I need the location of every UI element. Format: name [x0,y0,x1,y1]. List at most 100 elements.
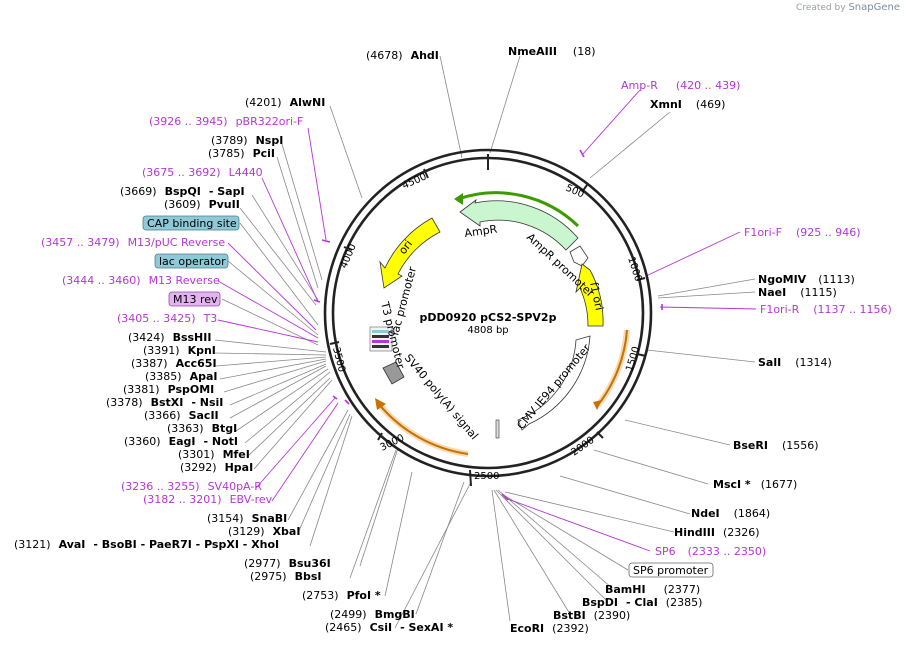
primer-pbr322: pBR322ori-F [236,115,304,128]
site-pos: (3789) [211,134,248,147]
site-pos: (3387) [131,357,168,370]
sv40pa-arc-head [375,398,386,410]
site-snabi: SnaBI [252,512,288,525]
svg-text:Amp-R(420 .. 439): Amp-R(420 .. 439) [621,79,740,92]
site-pos: (4201) [245,96,282,109]
site-pos: (3926 .. 3945) [149,115,228,128]
site-csii: CsiI [370,621,392,634]
site-pos: (3121) [14,538,51,551]
tick-label: 4000 [339,242,359,270]
site-noti: - NotI [203,435,238,448]
svg-text:(3609)PvuII: (3609)PvuII [164,198,240,211]
ori [379,217,441,289]
site-bseri: BseRI [733,439,768,452]
site-pos: (3381) [123,383,160,396]
plasmid-name: pDD0920 pCS2-SPV2p [420,311,557,324]
site-pos: (1864) [734,507,771,520]
site-acc65i: Acc65I [176,357,217,370]
tick-label: 2500 [474,471,499,482]
svg-text:F1ori-R(1137 .. 1156): F1ori-R (1137 .. 1156) [760,303,892,316]
primer-ampr: Amp-R [621,79,658,92]
svg-text:(3378)BstXI- NsiI: (3378)BstXI- NsiI [106,396,223,409]
site-ndei: NdeI [691,507,720,520]
svg-text:(3444 .. 3460)M13 Reverse: (3444 .. 3460)M13 Reverse [62,274,220,287]
svg-text:(2975)BbsI: (2975)BbsI [250,570,321,583]
site-bsu36i: Bsu36I [289,557,331,570]
site-msci: MscI * [713,478,751,491]
tick-label: 4500 [401,171,429,191]
m13-rev-box [168,291,221,307]
site-pos: (3363) [167,422,204,435]
sv40-polya [382,361,405,385]
svg-text:BseRI(1556): BseRI (1556) [733,439,819,452]
site-bbsi: BbsI [295,570,322,583]
svg-text:(3785)PciI: (3785)PciI [208,147,275,160]
lac-operator-label: lac operator [159,255,226,268]
svg-text:(3387)Acc65I: (3387) Acc65I [131,357,217,370]
site-sali: SalI [758,356,781,369]
svg-text:(3301)MfeI: (3301) MfeI [178,448,250,461]
svg-text:(3363)BtgI: (3363) BtgI [167,422,237,435]
sp6-promoter-box [628,562,714,578]
site-ecori: EcoRI [510,622,544,635]
svg-text:(3669)BspQI- SapI: (3669)BspQI- SapI [120,185,245,198]
site-pos: (1314) [795,356,832,369]
cmv-promoter [517,335,591,431]
site-pos: (3129) [228,525,265,538]
svg-text:NdeI(1864): NdeI (1864) [691,507,770,520]
svg-text:(3391)KpnI: (3391)KpnI [143,344,216,357]
site-hindiii: HindIII [674,526,715,539]
site-pspomi: PspOMI [168,383,215,396]
sp6-promoter-label: SP6 promoter [633,564,709,577]
svg-text:MscI *(1677): MscI * (1677) [713,478,797,491]
site-pos: (2499) [330,608,367,621]
svg-text:SalI(1314): SalI (1314) [758,356,832,369]
svg-text:(3675 .. 3692)L4440: (3675 .. 3692)L4440 [142,166,263,179]
site-pos: (2753) [302,589,339,602]
svg-text:BspDI- ClaI(2385): BspDI- ClaI(2385) [582,596,702,609]
svg-text:BamHI(2377): BamHI(2377) [605,583,700,596]
site-ngomiv: NgoMIV [758,273,807,286]
site-nmeaiii: NmeAIII [508,45,557,58]
feature-label-cmv: CMV IE94 promoter [514,341,593,432]
primer-m13-reverse: M13 Reverse [149,274,220,287]
site-pos: (3405 .. 3425) [117,312,196,325]
svg-text:(3926 .. 3945)pBR322ori-F: (3926 .. 3945) pBR322ori-F [149,115,303,128]
site-kpni: KpnI [188,344,216,357]
site-pos: (3366) [144,409,181,422]
feature-label-f1-ori: f1 ori [587,281,606,312]
ampr-arc-head [454,193,463,205]
primer-sp6: SP6 [655,545,676,558]
site-pos: (1556) [782,439,819,452]
features [369,191,630,457]
svg-text:(4201)AlwNI: (4201)AlwNI [245,96,325,109]
svg-text:NaeI(1115): NaeI(1115) [758,286,837,299]
site-pos: (3301) [178,448,215,461]
primer-t3: T3 [203,312,218,325]
ampr-arc [457,191,580,228]
tick-marks [329,154,647,487]
site-pos: (1677) [761,478,798,491]
svg-text:SP6(2333 .. 2350): SP6 (2333 .. 2350) [655,545,766,558]
site-mfei: MfeI [223,448,250,461]
primer-marks [313,149,663,501]
site-pos: (2326) [723,526,760,539]
f1-ori [575,263,604,327]
site-xhoi-group: - BsoBI - PaeR7I - PspXI - XhoI [93,538,279,551]
site-pcii: PciI [253,147,275,160]
cmv-arc-head [593,400,602,410]
site-pos: (1137 .. 1156) [813,303,892,316]
primer-ebvrev: EBV-rev [230,493,273,506]
site-btgi: BtgI [212,422,238,435]
svg-text:(3129)XbaI: (3129)XbaI [228,525,300,538]
site-pos: (2333 .. 2350) [688,545,767,558]
primer-f1orir: F1ori-R [760,303,800,316]
svg-text:BstBI(2390): BstBI(2390) [553,609,630,622]
svg-text:HindIII(2326): HindIII (2326) [674,526,760,539]
ampr-promoter [569,245,589,267]
svg-text:EcoRI(2392): EcoRI(2392) [510,622,589,635]
plasmid-length: 4808 bp [467,325,508,336]
site-nspi: NspI [256,134,284,147]
lac-operator-box [154,253,229,269]
site-apai: ApaI [190,370,218,383]
